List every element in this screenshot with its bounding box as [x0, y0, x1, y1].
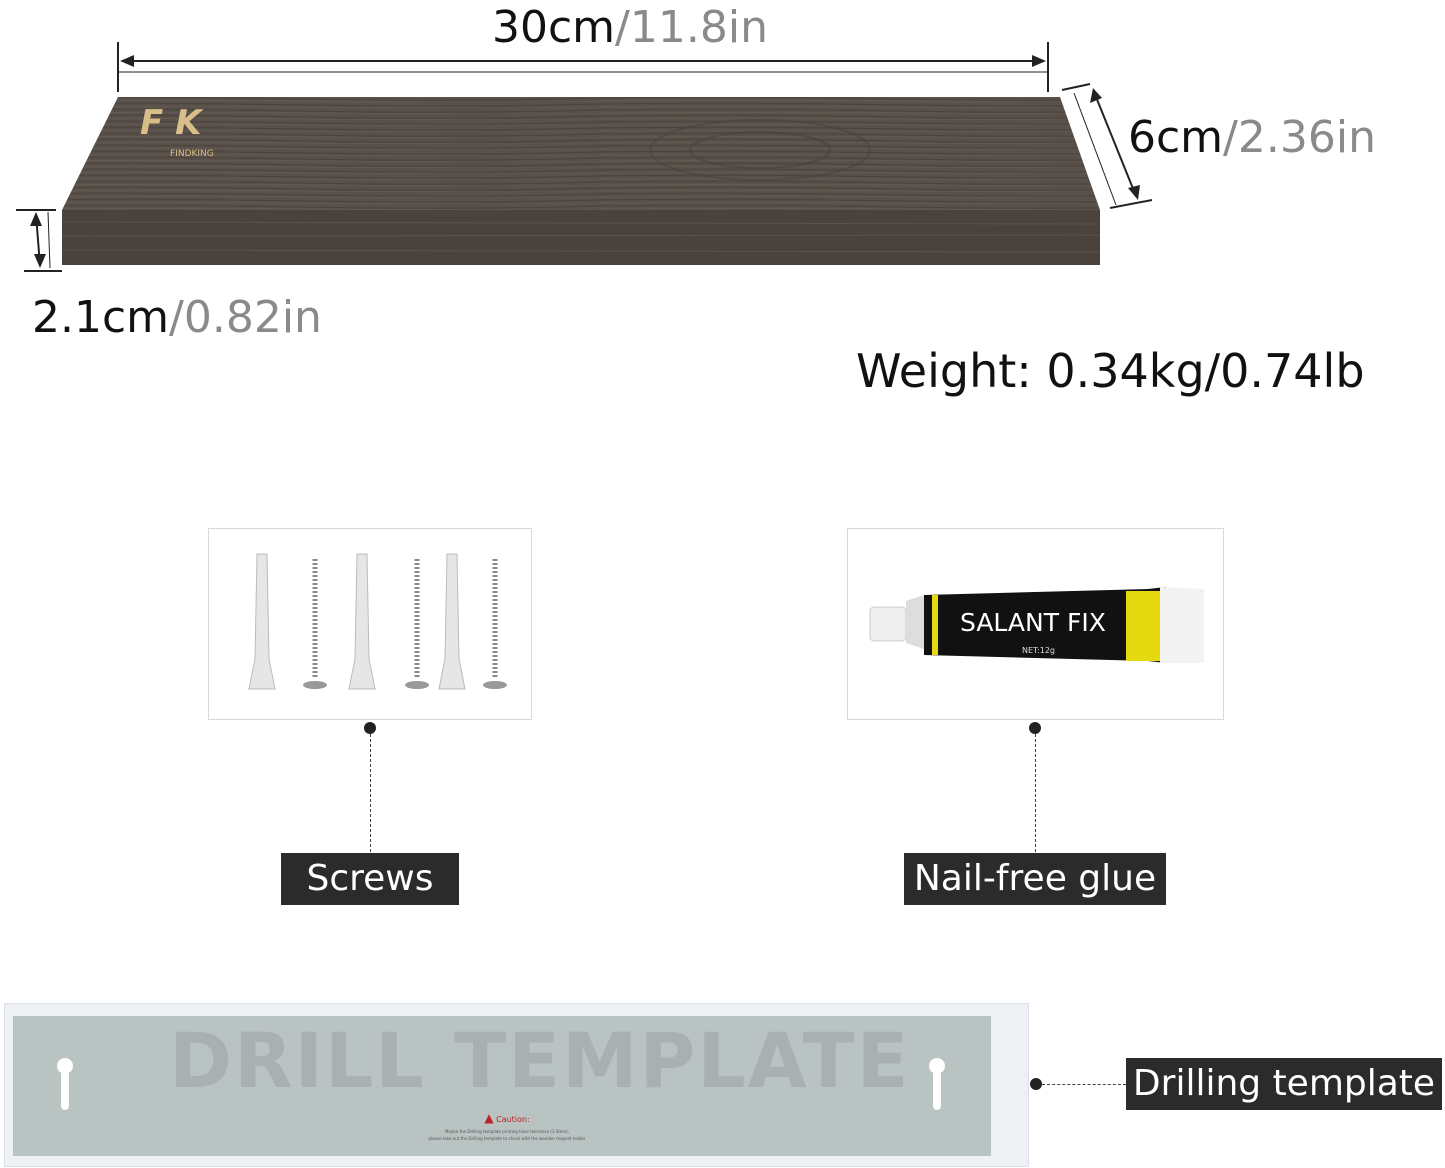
height-metric: 2.1cm [32, 292, 170, 343]
screws-image [208, 528, 532, 720]
glue-label: Nail-free glue [904, 853, 1166, 905]
glue-image: SALANT FIX NET:12g [847, 528, 1224, 720]
glue-pointer-line [1035, 734, 1036, 852]
screws-pointer-line [370, 734, 371, 852]
depth-label: 6cm/2.36in [1128, 112, 1376, 163]
depth-dimension-line [1061, 83, 1153, 209]
drill-template-watermark: DRILL TEMPLATE [169, 1016, 911, 1105]
logo-wordmark: FINDKING [170, 149, 214, 159]
drill-template-image: DRILL TEMPLATE ▲ Caution: Maybe the Dril… [4, 1003, 1029, 1167]
glue-tube-icon: SALANT FIX NET:12g [869, 587, 1204, 663]
height-label: 2.1cm/0.82in [32, 292, 322, 343]
screws-and-anchors-icon [248, 553, 507, 690]
weight-label: Weight: 0.34kg/0.74lb [856, 344, 1365, 398]
depth-metric: 6cm [1128, 112, 1224, 163]
height-dimension-line [16, 209, 62, 272]
warning-icon: ▲ [484, 1111, 494, 1125]
glue-pointer-dot [1029, 722, 1041, 734]
shelf-illustration: F K FINDKING [16, 42, 1153, 272]
height-imperial: /0.82in [169, 292, 322, 343]
caution-line-2: please take out the Drilling template to… [428, 1136, 586, 1141]
caution-line-1: Maybe the Drilling template printing hav… [444, 1129, 570, 1134]
template-pointer-line [1042, 1084, 1126, 1085]
svg-text:F K: F K [140, 103, 204, 143]
screws-label: Screws [281, 853, 459, 905]
screws-pointer-dot [364, 722, 376, 734]
brand-logo: F K FINDKING [140, 103, 214, 159]
keyhole-left-icon [57, 1058, 73, 1112]
tube-text: SALANT FIX [960, 608, 1106, 637]
tube-net: NET:12g [1022, 646, 1055, 655]
template-pointer-dot [1030, 1078, 1042, 1090]
caution-title: Caution: [496, 1115, 530, 1124]
length-metric: 30cm [492, 2, 616, 53]
depth-imperial: /2.36in [1223, 112, 1376, 163]
length-dimension-line [117, 42, 1049, 92]
caution-note: ▲ Caution: Maybe the Drilling template p… [407, 1110, 607, 1142]
keyhole-right-icon [929, 1058, 945, 1112]
length-imperial: /11.8in [615, 2, 768, 53]
length-label: 30cm/11.8in [492, 2, 768, 53]
shelf-top-face [62, 97, 1100, 210]
shelf-front-face [62, 210, 1100, 265]
drilling-template-label: Drilling template [1126, 1058, 1442, 1110]
